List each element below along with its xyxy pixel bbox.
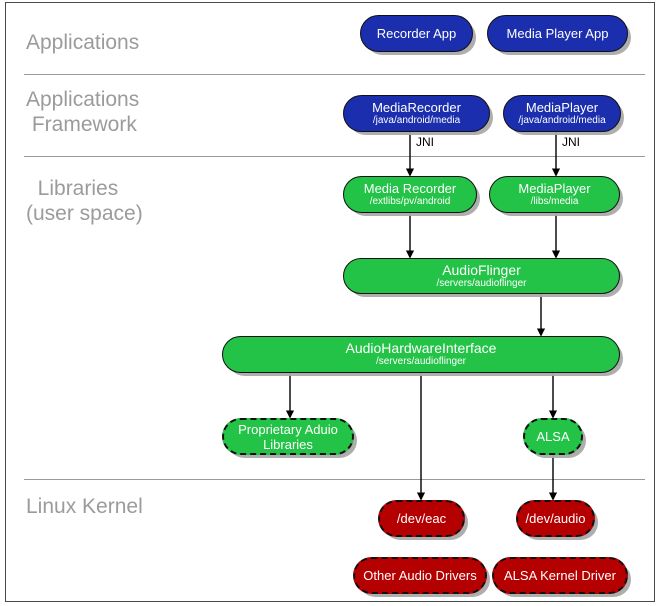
- node-recorder-app[interactable]: Recorder App: [360, 15, 473, 52]
- layer-label-linux-kernel: Linux Kernel: [26, 495, 143, 518]
- node-title: AudioFlinger: [442, 261, 521, 278]
- layer-label-applications-framework: Applications Framework: [26, 88, 140, 136]
- node-title: Proprietary Aduio: [238, 421, 338, 437]
- node-title: Recorder App: [376, 26, 457, 41]
- node-title: MediaPlayer: [525, 100, 599, 115]
- divider-applications: [24, 74, 645, 75]
- node-media-recorder-lib[interactable]: Media Recorder /extlibs/pv/android: [343, 176, 477, 213]
- node-subtitle: /servers/audioflinger: [375, 356, 467, 367]
- node-subtitle: /java/android/media: [372, 115, 461, 126]
- node-title: /dev/eac: [396, 511, 447, 526]
- node-subtitle: /libs/media: [530, 196, 579, 207]
- node-audioflinger[interactable]: AudioFlinger /servers/audioflinger: [343, 258, 620, 294]
- node-subtitle: /servers/audioflinger: [436, 277, 527, 289]
- node-title: Media Player App: [506, 26, 609, 41]
- node-title: Other Audio Drivers: [363, 568, 477, 583]
- node-title: MediaPlayer: [518, 181, 591, 196]
- node-subtitle: Libraries: [263, 436, 313, 452]
- node-mediaplayer-lib[interactable]: MediaPlayer /libs/media: [489, 176, 620, 213]
- node-title: ALSA: [536, 429, 570, 444]
- node-dev-audio[interactable]: /dev/audio: [516, 500, 595, 537]
- node-mediarecorder[interactable]: MediaRecorder /java/android/media: [343, 95, 490, 132]
- divider-linux-kernel: [24, 479, 645, 480]
- node-media-player-app[interactable]: Media Player App: [487, 15, 628, 52]
- node-title: AudioHardwareInterface: [345, 340, 497, 356]
- node-proprietary-audio-libs[interactable]: Proprietary Aduio Libraries: [222, 418, 354, 455]
- layer-label-applications: Applications: [26, 31, 140, 54]
- node-alsa[interactable]: ALSA: [523, 418, 583, 455]
- node-title: MediaRecorder: [372, 100, 461, 115]
- node-title: /dev/audio: [525, 511, 586, 526]
- node-mediaplayer-framework[interactable]: MediaPlayer /java/android/media: [503, 95, 621, 132]
- node-dev-eac[interactable]: /dev/eac: [378, 500, 465, 537]
- edge-label-jni-left: JNI: [416, 135, 434, 149]
- edge-label-jni-right: JNI: [562, 135, 580, 149]
- divider-applications-framework: [24, 156, 645, 157]
- node-audiohardwareinterface[interactable]: AudioHardwareInterface /servers/audiofli…: [222, 336, 620, 373]
- node-subtitle: /extlibs/pv/android: [369, 196, 451, 207]
- node-alsa-kernel-driver[interactable]: ALSA Kernel Driver: [492, 557, 628, 594]
- node-title: Media Recorder: [363, 181, 457, 196]
- node-subtitle: /java/android/media: [518, 115, 606, 126]
- node-title: ALSA Kernel Driver: [504, 568, 616, 583]
- layer-label-libraries: Libraries (user space): [26, 177, 143, 225]
- node-other-audio-drivers[interactable]: Other Audio Drivers: [353, 557, 487, 594]
